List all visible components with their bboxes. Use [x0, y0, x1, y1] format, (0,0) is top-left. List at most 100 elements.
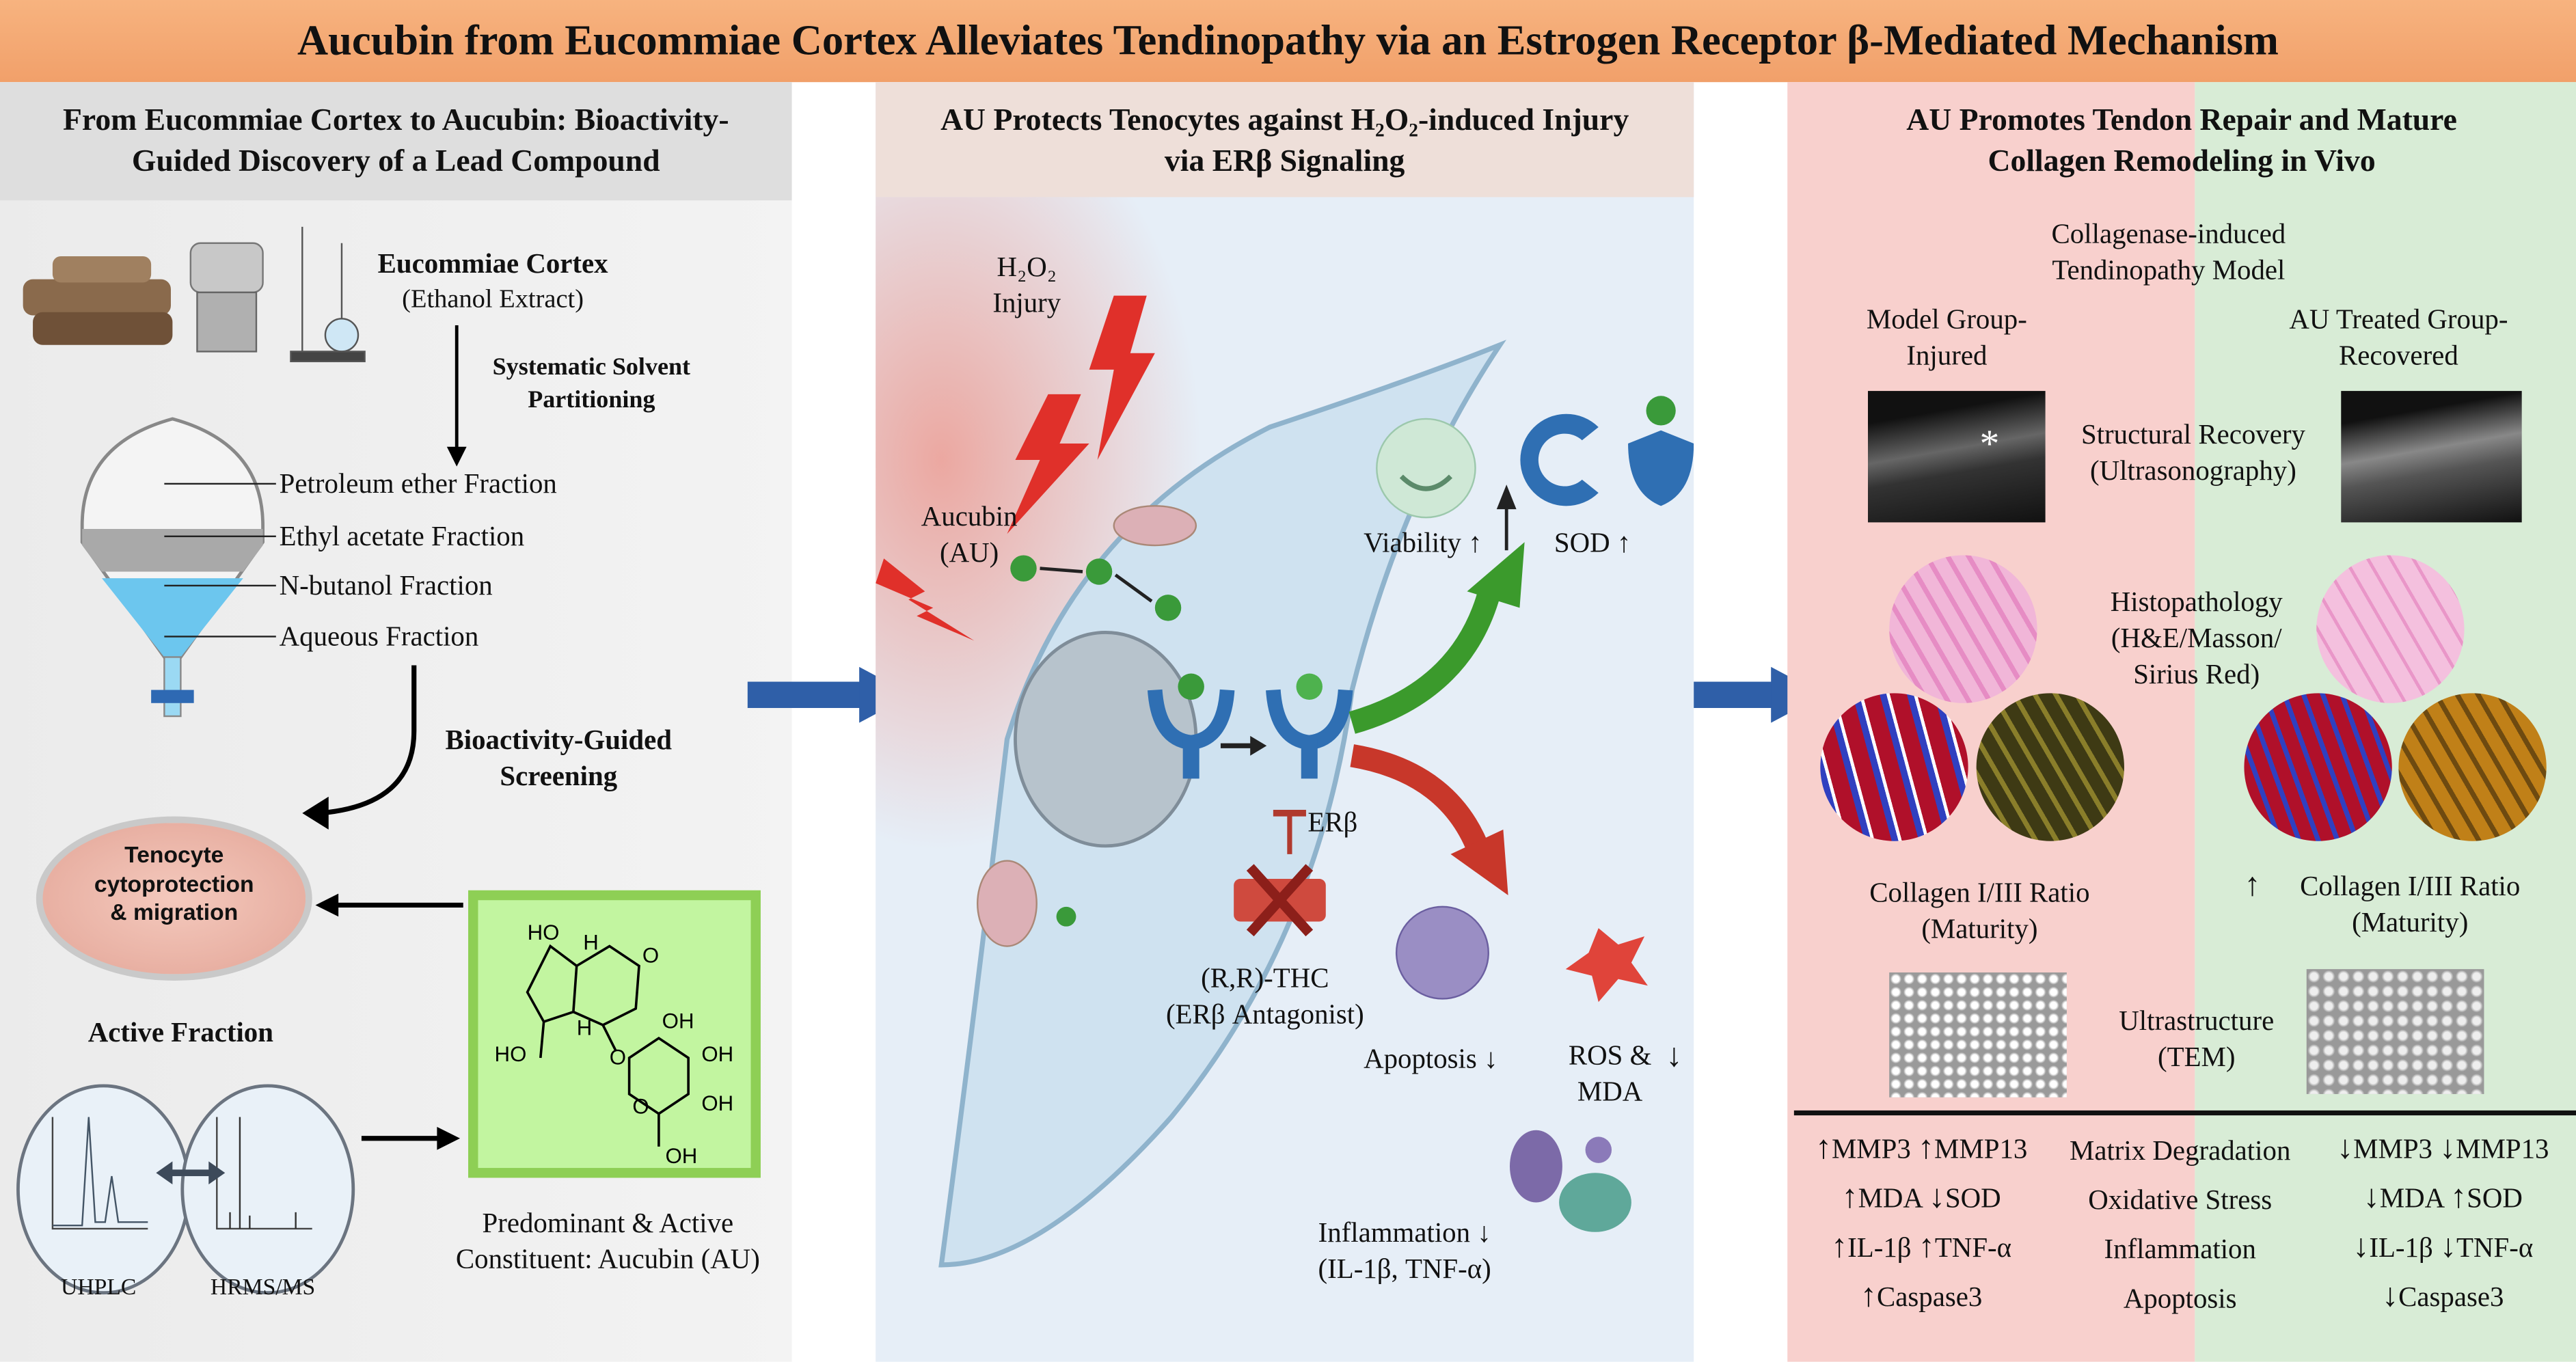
- inflammation-line: Inflammation ↓: [1318, 1217, 1491, 1249]
- shield-icon: [1628, 430, 1694, 506]
- model-markers: ↑MDA ↓SOD: [1794, 1180, 2049, 1217]
- ultrasound-label: Structural Recovery(Ultrasonography): [2054, 418, 2333, 490]
- constituent-line: Predominant & Active: [482, 1207, 734, 1239]
- biomarker-label: MMP3: [2353, 1133, 2432, 1165]
- histo-line: Histopathology: [2110, 586, 2283, 618]
- sirius-stain-model-image: [1976, 693, 2124, 841]
- apoptosis-label: Apoptosis ↓: [1364, 1041, 1497, 1078]
- aucubin-molecule-icon: [1010, 555, 1182, 927]
- biomarker-label: Caspase3: [2398, 1281, 2504, 1313]
- biomarker-label: MMP13: [2456, 1133, 2549, 1165]
- biomarker-label: IL-1β: [1847, 1231, 1912, 1264]
- viability-label: Viability ↑: [1364, 526, 1482, 562]
- biomarker-label: MDA: [2379, 1182, 2443, 1214]
- down-arrow-icon: ↓: [2337, 1130, 2354, 1167]
- up-arrow-icon: ↑: [1860, 1278, 1877, 1314]
- down-arrow-icon: ↓: [1666, 1038, 1683, 1075]
- biomarker-label: SOD: [1944, 1182, 2001, 1214]
- dish-label-line: cytoprotection: [94, 869, 254, 897]
- middle-header-bg: [876, 82, 1694, 198]
- atom-label: OH: [665, 1144, 697, 1168]
- collagen-line: (Maturity): [2352, 907, 2469, 938]
- he-stain-model-image: [1889, 555, 2037, 703]
- down-arrow-icon: ↓: [2382, 1278, 2399, 1314]
- inflammation-text: Inflammation: [1318, 1217, 1471, 1249]
- collagen-model-label: Collagen I/III Ratio (Maturity): [1832, 875, 2128, 948]
- apoptotic-cell-icon: [1395, 905, 1489, 1000]
- dish-label-line: & migration: [110, 898, 239, 925]
- atom-label: O: [632, 1095, 649, 1119]
- ultrasound-treated-image: [2341, 391, 2522, 523]
- lightning-icon: [1007, 394, 1089, 534]
- up-arrow-icon: ↑: [1841, 1179, 1858, 1216]
- treated-markers: ↓IL-1β ↓TNF-α: [2311, 1229, 2575, 1266]
- green-arrow-icon: [1348, 580, 1503, 734]
- histo-line: (H&E/Masson/: [2111, 623, 2282, 654]
- extraction-equipment-icons: [23, 226, 366, 363]
- treated-group-label: AU Treated Group-Recovered: [2267, 302, 2530, 374]
- biomarker-label: IL-1β: [2369, 1231, 2433, 1264]
- collagen-line: (Maturity): [1921, 913, 2038, 945]
- he-stain-treated-image: [2316, 555, 2465, 703]
- fraction-aqueous: Aqueous Fraction: [279, 621, 479, 653]
- tem-line: (TEM): [2157, 1041, 2236, 1073]
- model-markers: ↑MMP3 ↑MMP13: [1794, 1130, 2049, 1168]
- arrow-right-icon: [361, 1126, 461, 1150]
- uhplc-label: UHPLC: [61, 1276, 137, 1301]
- divider: [1793, 1110, 2576, 1116]
- masson-stain-model-image: [1820, 693, 1968, 841]
- biomarker-category: Inflammation: [2104, 1234, 2256, 1265]
- histo-line: Sirius Red): [2133, 659, 2260, 691]
- er-beta-label: ERβ: [1307, 806, 1358, 838]
- collagen-line: Collagen I/III Ratio: [1869, 877, 2090, 909]
- aucubin-structure-icon: HO H H O O OH OH OH OH HO O: [495, 921, 734, 1168]
- healthy-cell-icon: [1376, 418, 1476, 519]
- biomarker-label: Caspase3: [1876, 1281, 1983, 1313]
- mitochondria-icon: [976, 860, 1038, 947]
- biomarker-category: Oxidative Stress: [2088, 1184, 2273, 1216]
- biomarker-label: TNF-α: [1934, 1231, 2012, 1264]
- hrms-label: HRMS/MS: [210, 1276, 316, 1301]
- biomarker-category: Matrix Degradation: [2069, 1134, 2291, 1167]
- lightning-icon: [876, 558, 975, 641]
- atom-label: HO: [528, 921, 560, 944]
- treated-group-line: AU Treated Group-: [2289, 303, 2508, 336]
- biomarker-row: ↑IL-1β ↑TNF-α Inflammation↓IL-1β ↓TNF-α: [1794, 1229, 2576, 1278]
- aucubin-structure-box: HO H H O O OH OH OH OH HO O: [468, 890, 761, 1178]
- left-header-line: Guided Discovery of a Lead Compound: [131, 144, 660, 179]
- ros-icon: [1565, 928, 1648, 1003]
- lightning-icon: [1089, 295, 1155, 461]
- injury-line: Injury: [992, 287, 1061, 319]
- middle-header-line: via ERβ Signaling: [1164, 144, 1405, 179]
- biomarker-label: MMP3: [1831, 1133, 1911, 1165]
- ultrasound-line: Structural Recovery: [2080, 418, 2305, 450]
- petri-dish-icon: [36, 816, 312, 981]
- dish-label-line: Tenocyte: [124, 841, 224, 868]
- collagen-treated-label: Collagen I/III Ratio(Maturity): [2270, 869, 2550, 942]
- biomarker-label: TNF-α: [2456, 1231, 2534, 1264]
- chromatogram-icon: [16, 1084, 191, 1295]
- atom-label: OH: [701, 1091, 733, 1115]
- biomarker-label: MMP13: [1934, 1133, 2028, 1165]
- step-line: Screening: [500, 761, 618, 792]
- injury-line: H₂O₂: [996, 251, 1057, 283]
- middle-header-line: AU Protects Tenocytes against H₂O₂-induc…: [940, 103, 1629, 138]
- ros-label: ROS &MDA: [1552, 1038, 1667, 1111]
- ros-line: ROS &: [1568, 1039, 1652, 1072]
- fraction-ethyl-acetate: Ethyl acetate Fraction: [279, 520, 525, 552]
- active-fraction-label: Active Fraction: [87, 1016, 273, 1048]
- treated-markers: ↓MMP3 ↓MMP13: [2311, 1130, 2575, 1168]
- atom-label: OH: [701, 1042, 733, 1066]
- sirius-stain-treated-image: [2398, 693, 2547, 841]
- treated-markers: ↓MDA ↑SOD: [2311, 1180, 2575, 1217]
- apoptosis-text: Apoptosis: [1364, 1043, 1477, 1075]
- right-header-line: AU Promotes Tendon Repair and Mature: [1906, 103, 2457, 138]
- sod-label: SOD ↑: [1554, 526, 1631, 562]
- histopathology-label: Histopathology (H&E/Masson/Sirius Red): [2073, 585, 2320, 694]
